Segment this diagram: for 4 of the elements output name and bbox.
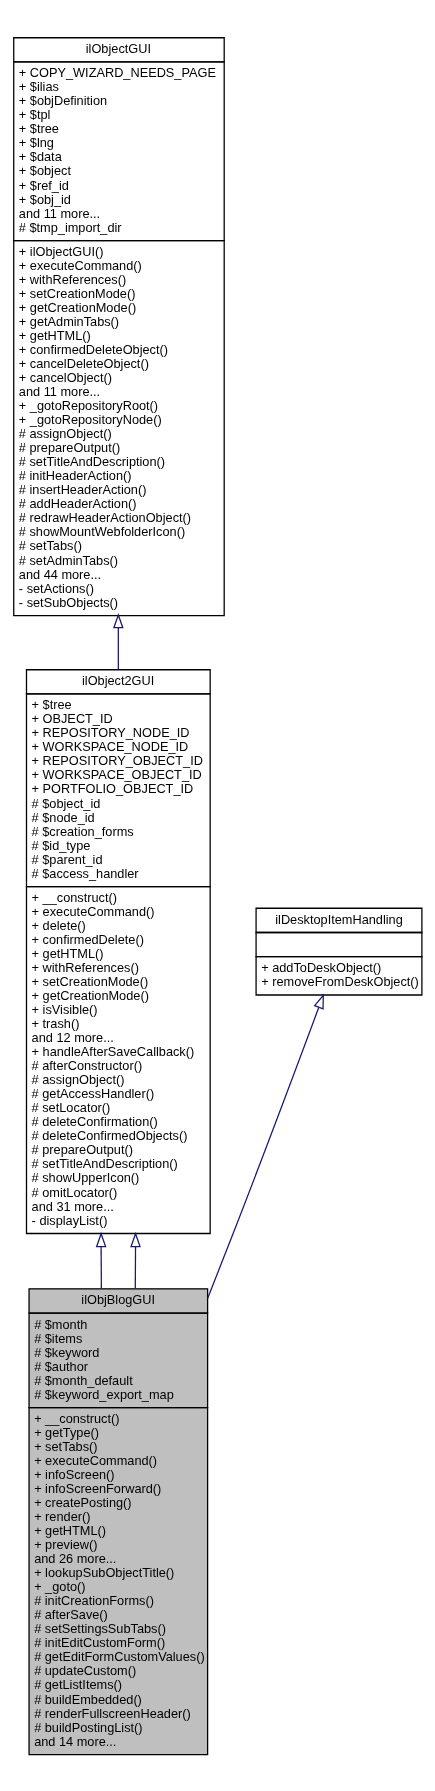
- arrow: [112, 613, 124, 670]
- arrow: [207, 993, 324, 1300]
- arrow: [130, 1231, 141, 1289]
- arrow: [95, 1231, 107, 1289]
